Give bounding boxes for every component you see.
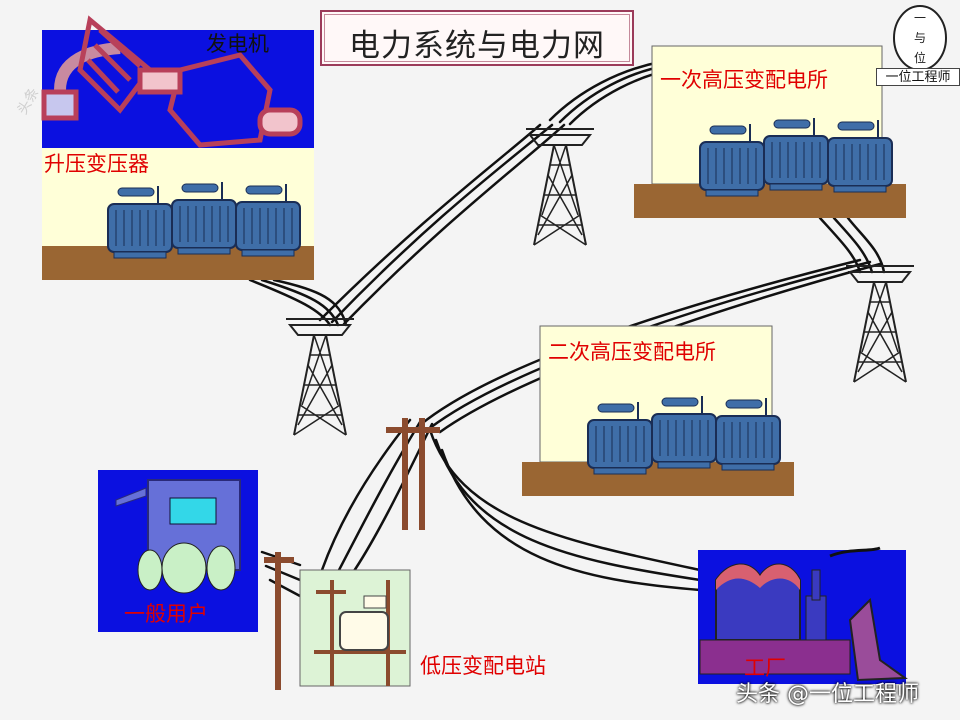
- tower-left: [285, 318, 355, 436]
- primary-substation: [634, 45, 906, 218]
- label-general-user: 一般用户: [124, 602, 208, 626]
- logo-glyph-1: 一: [914, 11, 926, 25]
- title-box: 电力系统与电力网: [320, 10, 634, 66]
- tower-top: [525, 128, 595, 246]
- logo-glyph-3: 位: [914, 50, 926, 65]
- logo-glyph-2: 与: [914, 31, 926, 45]
- secondary-substation: [522, 325, 794, 496]
- wooden-poles: [264, 418, 440, 690]
- label-generator: 发电机: [206, 32, 269, 56]
- factory: [698, 546, 908, 684]
- generator-station: [41, 15, 314, 280]
- watermark: 头条 @一位工程师: [736, 682, 919, 707]
- label-primary-substation: 一次高压变配电所: [660, 68, 828, 92]
- label-low-voltage-station: 低压变配电站: [420, 654, 546, 678]
- low-voltage-station: [299, 569, 411, 687]
- tower-right: [845, 265, 915, 383]
- page-title: 电力系统与电力网: [349, 28, 605, 64]
- label-factory: 工厂: [744, 656, 786, 680]
- general-user: [98, 470, 258, 632]
- logo-caption: 一位工程师: [876, 68, 960, 86]
- generator-machine: [41, 15, 303, 148]
- label-secondary-substation: 二次高压变配电所: [548, 340, 716, 364]
- label-step-up-transformer: 升压变压器: [44, 152, 149, 176]
